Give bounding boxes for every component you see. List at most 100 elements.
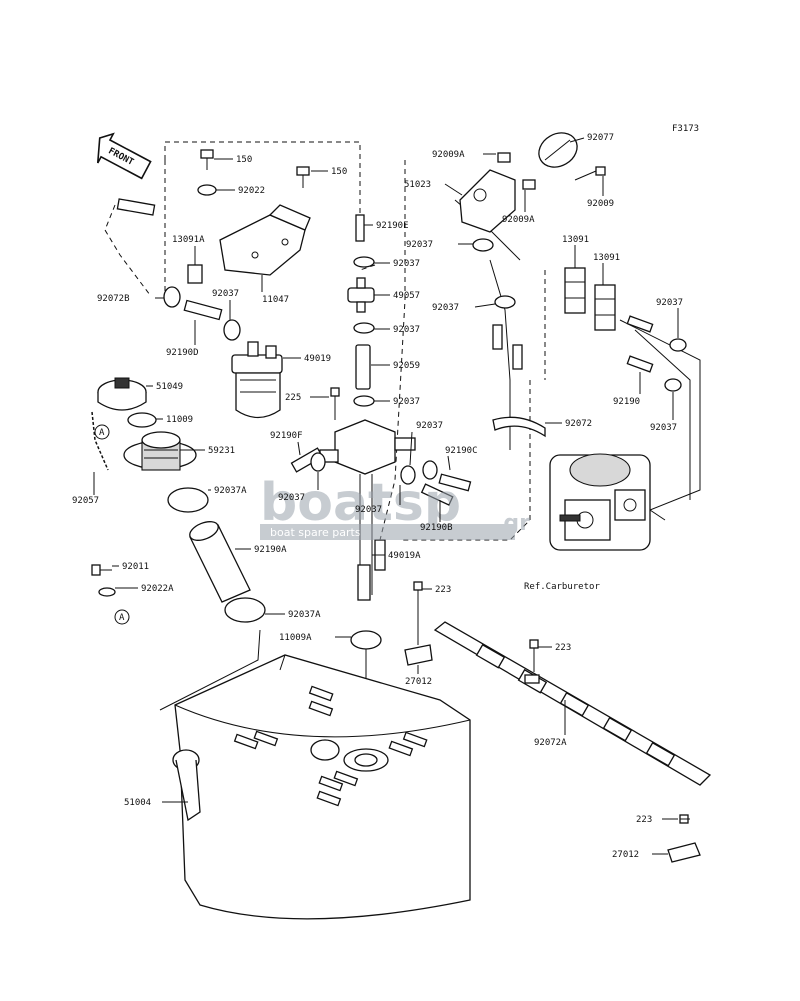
hose-r-b (512, 344, 523, 370)
part-label-92059: 92059 (393, 361, 420, 371)
hose-route-center (379, 160, 406, 541)
part-label-92037: 92037 (212, 289, 239, 299)
leader-tank-hose (159, 629, 261, 711)
part-label-92037: 92037 (432, 303, 459, 313)
part-label-92072a: 92072A (534, 738, 567, 748)
part-label-92037: 92037 (393, 325, 420, 335)
hose-line-right-2 (634, 329, 691, 500)
part-label-13091: 13091 (562, 235, 589, 245)
part-label-223: 223 (435, 585, 451, 595)
clamp-92037-m2 (353, 322, 375, 334)
hose-92190b (420, 483, 454, 506)
bracket-11047 (219, 204, 311, 276)
marker-a-text: A (99, 428, 105, 438)
part-label-225: 225 (285, 393, 301, 403)
band-92072 (492, 416, 546, 438)
strap-92057 (91, 411, 109, 471)
part-label-92009a: 92009A (502, 215, 535, 225)
front-arrow-icon: FRONT (96, 132, 152, 180)
part-label-27012: 27012 (405, 677, 432, 687)
leader-line (297, 441, 301, 456)
hose-92059 (355, 344, 371, 390)
leader-line (444, 183, 463, 196)
part-label-92190b: 92190B (420, 523, 453, 533)
hose-line-right (619, 319, 701, 511)
washer-92022 (197, 184, 217, 196)
clamp-92037-r3 (669, 338, 687, 352)
clamp-92037-left (223, 319, 241, 341)
marker-a-2: A (114, 609, 130, 625)
leader-line (474, 303, 496, 308)
filler-cap-51049 (97, 377, 147, 411)
bolt-150-a (200, 149, 214, 170)
hose-92190-b (626, 355, 654, 373)
part-label-92077: 92077 (587, 133, 614, 143)
screw-223-c (679, 814, 690, 824)
clamp-92037-m1 (353, 256, 375, 268)
clamp-92037-g (400, 465, 416, 485)
hose-r-a (492, 324, 503, 350)
part-label-49057: 49057 (393, 291, 420, 301)
part-label-51004: 51004 (124, 798, 151, 808)
part-label-92190e: 92190E (376, 221, 409, 231)
part-label-51049: 51049 (156, 382, 183, 392)
bolt-92011 (91, 564, 112, 576)
part-label-92190d: 92190D (166, 348, 199, 358)
clamp-92037-h (422, 460, 438, 480)
part-label-92037: 92037 (393, 259, 420, 269)
part-label-92190a: 92190A (254, 545, 287, 555)
part-label-13091a: 13091A (172, 235, 205, 245)
part-label-223: 223 (636, 815, 652, 825)
part-label-11009: 11009 (166, 415, 193, 425)
part-label-92022a: 92022A (141, 584, 174, 594)
part-label-92022: 92022 (238, 186, 265, 196)
part-label-92037: 92037 (656, 298, 683, 308)
clamp-92037a-bottom (224, 597, 266, 623)
carburetor (549, 453, 666, 551)
part-label-27012: 27012 (612, 850, 639, 860)
hose-92190a (189, 521, 251, 603)
hose-92190e (355, 214, 365, 242)
part-label-11047: 11047 (262, 295, 289, 305)
hose-92190-a (626, 315, 654, 333)
hose-route-mid (359, 264, 376, 271)
clamp-92037-r2 (494, 295, 516, 309)
part-label-92190: 92190 (613, 397, 640, 407)
ring-11009 (127, 412, 157, 428)
clip-13091-b (594, 284, 616, 331)
marker-a-1: A (94, 424, 110, 440)
washer-92022a (98, 587, 116, 597)
bolt-150-b (296, 166, 310, 188)
part-label-92011: 92011 (122, 562, 149, 572)
part-label-92072: 92072 (565, 419, 592, 429)
hose-small-top (116, 198, 156, 216)
watermark-brand: boatsp (260, 473, 461, 533)
part-label-92072b: 92072B (97, 294, 130, 304)
part-label-92037: 92037 (650, 423, 677, 433)
part-label-92037a: 92037A (214, 486, 247, 496)
part-label-92037a: 92037A (288, 610, 321, 620)
diaphragm-92077 (538, 132, 578, 168)
fuel-cock-49019a (319, 419, 416, 601)
filler-neck-59231 (123, 431, 197, 471)
part-label-92037: 92037 (416, 421, 443, 431)
marker-a-text-2: A (119, 613, 125, 623)
figure-code: F3173 (672, 124, 699, 134)
hose-route-top (164, 141, 361, 222)
ring-11009a (350, 630, 382, 650)
fuel-pump-51023 (459, 152, 536, 233)
part-label-49019: 49019 (304, 354, 331, 364)
clamp-92037-r1 (472, 238, 494, 252)
filter-49057 (347, 277, 375, 313)
part-label-150: 150 (236, 155, 252, 165)
clip-27012-a (404, 644, 433, 666)
clip-13091-a (564, 267, 586, 314)
part-label-92037: 92037 (406, 240, 433, 250)
part-label-13091: 13091 (593, 253, 620, 263)
fuel-filter-49019 (231, 341, 283, 419)
leader-line (447, 455, 451, 471)
clip-13091a (187, 264, 203, 284)
hose-92190c (438, 473, 472, 492)
part-label-92190c: 92190C (445, 446, 478, 456)
part-label-92009: 92009 (587, 199, 614, 209)
